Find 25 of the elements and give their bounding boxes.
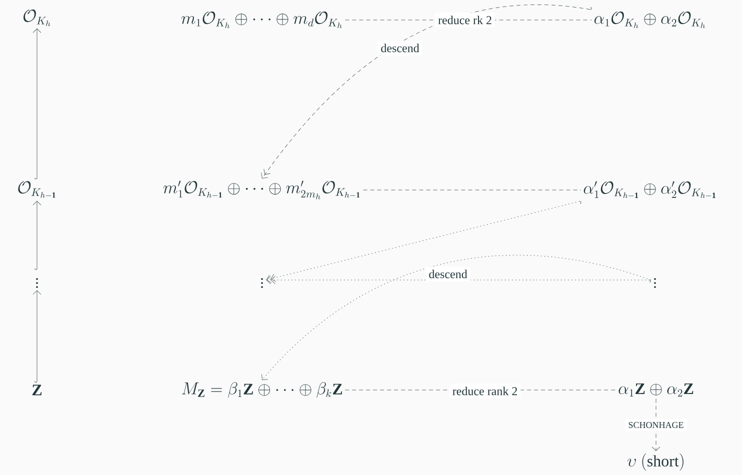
arrow [260,4,592,179]
edge-label: reduce rank 2 [449,384,521,398]
math-expression: $\vdots$ [36,278,38,288]
arrow [266,201,582,284]
arrow [32,28,42,180]
edge-label: descend [426,266,470,282]
math-expression: $\vdots$ [654,278,656,288]
arrow [32,200,42,270]
math-expression: $m'_1\mathcal{O}_{K_{h-\mathbf{1}}}\oplus\cdots\oplus m'_{2m_h}\mathcal{O}_{K_{h-\mathbf{1}}}$ [163,180,360,200]
math-expression: $\alpha'_1\mathcal{O}_{K_{h-\mathbf{1}}}\oplus\alpha'_2\mathcal{O}_{K_{h-\mathbf{1}}}$ [584,181,716,198]
math-expression: $\vdots$ [261,278,263,288]
edge-label: SCHONHAGE [625,418,687,432]
math-expression: $\alpha_1\mathbf{Z}\oplus\alpha_2\mathbf{Z}$ [618,383,694,397]
arrow [32,290,42,383]
edge-label: descend [378,40,422,56]
math-expression: $M_{\mathbf{Z}}=\beta_1\mathbf{Z}\oplus\cdots\oplus\beta_k\mathbf{Z}$ [182,382,342,398]
math-expression: $\mathbf{Z}$ [32,384,42,396]
math-expression: $\mathcal{O}_{K_h}$ [24,10,50,26]
math-expression: $\mathcal{O}_{K_{h-\mathbf{1}}}$ [18,181,56,198]
arrow [266,276,651,284]
math-expression: $\alpha_1\mathcal{O}_{K_h}\oplus\alpha_2\mathcal{O}_{K_h}$ [594,12,705,28]
math-expression: $m_1\mathcal{O}_{K_h}\oplus\cdots\oplus m_d\mathcal{O}_{K_h}$ [181,12,342,28]
arrow [262,255,652,380]
math-expression: $\upsilon\ \mathrm{(short)}$ [627,453,684,471]
edge-label: reduce rk 2 [435,12,495,28]
